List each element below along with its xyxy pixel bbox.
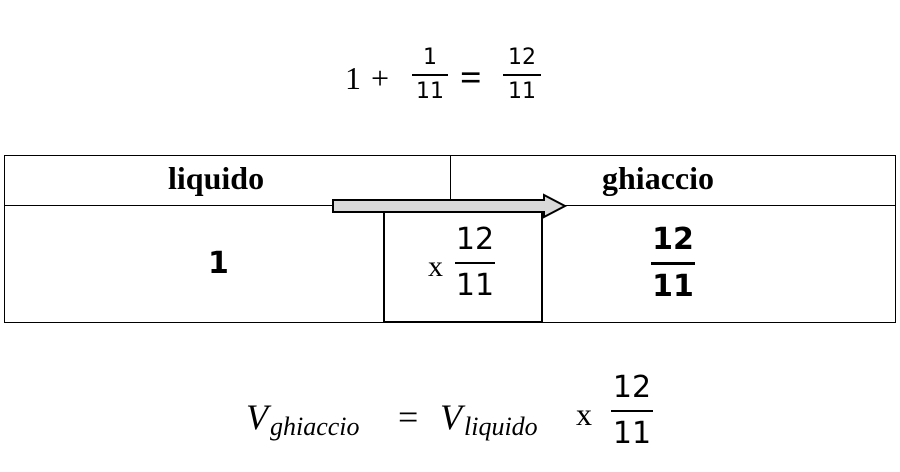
bottom-fraction: 12 11 (608, 368, 656, 454)
equals-sign: = (460, 57, 482, 99)
top-fraction-1-numerator: 1 (423, 45, 437, 70)
table-header-divider (450, 155, 451, 205)
plus-sign: + (371, 60, 390, 96)
value-liquido: 1 (208, 246, 229, 281)
top-fraction-1: 1 11 (410, 44, 450, 106)
header-liquido: liquido (168, 160, 265, 196)
header-ghiaccio: ghiaccio (602, 160, 714, 196)
value-ghiaccio-numerator: 12 (652, 222, 694, 257)
value-ghiaccio-denominator: 11 (652, 269, 694, 304)
top-fraction-1-denominator: 11 (416, 79, 444, 104)
multiplier-denominator: 11 (455, 268, 495, 303)
lhs-variable: V (246, 397, 268, 437)
multiplier-fraction: 12 11 (452, 220, 498, 306)
value-ghiaccio-fraction: 12 11 (648, 220, 698, 307)
multiplier-box (383, 206, 543, 323)
arrow-icon (332, 193, 568, 219)
top-fraction-2-numerator: 12 (508, 45, 536, 70)
lhs-subscript: ghiaccio (270, 412, 360, 441)
rhs-variable: V (440, 397, 462, 437)
multiplier-numerator: 12 (455, 222, 495, 257)
bottom-fraction-numerator: 12 (612, 370, 652, 405)
bottom-multiply-sign: x (576, 396, 592, 432)
top-fraction-2: 12 11 (500, 44, 544, 106)
top-fraction-2-denominator: 11 (508, 79, 536, 104)
top-term-1: 1 (345, 60, 361, 96)
bottom-equals-sign: = (398, 397, 419, 437)
bottom-fraction-denominator: 11 (612, 416, 652, 451)
multiply-sign: x (428, 250, 443, 283)
rhs-subscript: liquido (464, 412, 538, 441)
